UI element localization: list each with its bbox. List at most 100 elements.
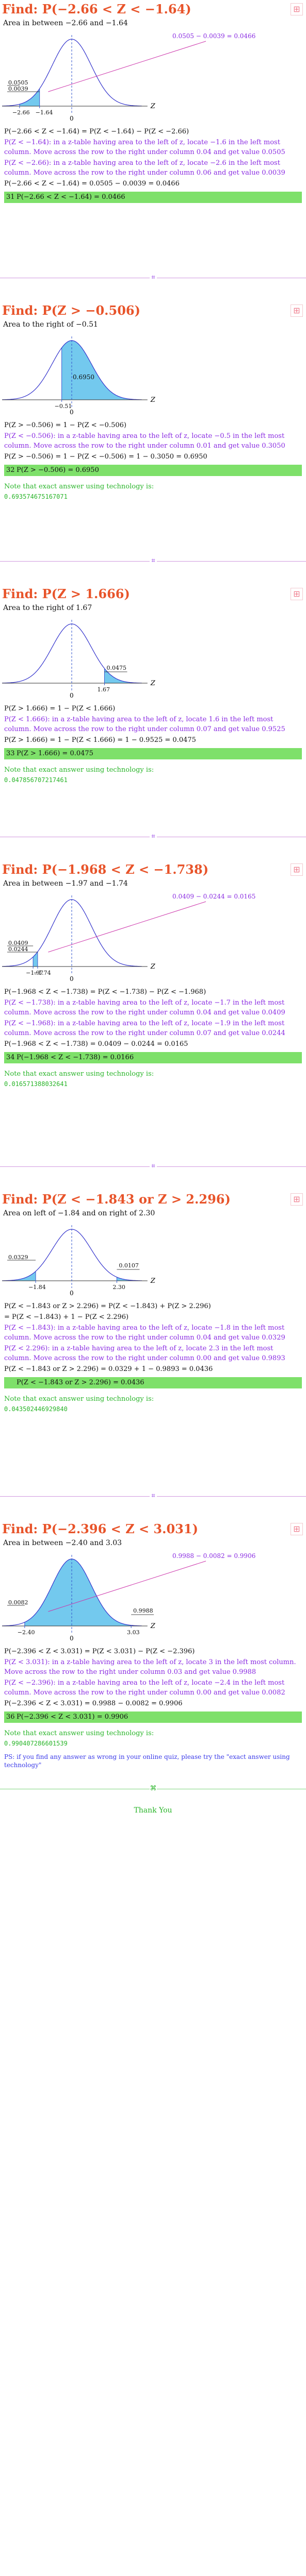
- problem-subtitle: Area in between −2.40 and 3.03: [3, 1539, 122, 1547]
- tech-note: Note that exact answer using technology …: [4, 766, 154, 774]
- equation-line: P(Z < −1.843 or Z > 2.296) = P(Z < −1.84…: [4, 1302, 211, 1310]
- zero-label: 0: [70, 975, 74, 982]
- table-lookup-text: P(Z < −2.396): in a z-table having area …: [4, 1679, 285, 1697]
- divider-icon: ⌗: [150, 1162, 157, 1170]
- corner-badge-icon: ⊞: [291, 3, 303, 15]
- solution-lines: P(Z > −0.506) = 1 − P(Z < −0.506) P(Z < −…: [2, 420, 304, 462]
- tech-value: 0.047856707217461: [4, 776, 68, 784]
- section-divider: ⌗: [0, 1489, 306, 1504]
- problem-subtitle: Area to the right of −0.51: [3, 320, 98, 329]
- left-area-label: 0.0082: [8, 1599, 28, 1606]
- difference-label: 0.0409 − 0.0244 = 0.0165: [172, 893, 255, 900]
- normal-curve-graph: Z01.670.0475: [2, 620, 156, 699]
- table-lookup-text: P(Z < 1.666): in a z-table having area t…: [4, 716, 285, 733]
- shaded-area: [2, 1271, 36, 1281]
- solution-lines: P(Z > 1.666) = 1 − P(Z < 1.666) P(Z < 1.6…: [2, 704, 304, 745]
- axis-tick-label: −2.40: [18, 1629, 35, 1636]
- problem-title: Find: P(Z < −1.843 or Z > 2.296): [2, 1192, 231, 1207]
- z-axis-label: Z: [150, 680, 156, 687]
- problem-subtitle: Area in between −1.97 and −1.74: [3, 879, 128, 888]
- corner-badge-icon: ⊞: [291, 1193, 303, 1206]
- problem-33: ⊞ Find: P(Z > 1.666) Area to the right o…: [0, 585, 306, 819]
- solution-lines: P(−2.396 < Z < 3.031) = P(Z < 3.031) − P…: [2, 1647, 304, 1708]
- zero-label: 0: [70, 1635, 74, 1642]
- axis-tick-label: −0.51: [55, 403, 72, 410]
- equation-line: P(−2.66 < Z < −1.64) = P(Z < −1.64) − P(…: [4, 128, 189, 135]
- tech-value: 0.016571388032641: [4, 1080, 68, 1088]
- final-divider: ⌘: [0, 1782, 306, 1797]
- zero-label: 0: [70, 409, 74, 416]
- solution-lines: P(−2.66 < Z < −1.64) = P(Z < −1.64) − P(…: [2, 127, 304, 189]
- zero-label: 0: [70, 692, 74, 699]
- axis-tick-label: 2.30: [112, 1284, 125, 1291]
- axis-tick-label: −2.66: [12, 109, 30, 116]
- corner-badge-icon: ⊞: [291, 304, 303, 317]
- left-area-label: 0.0244: [8, 946, 28, 953]
- tech-note: Note that exact answer using technology …: [4, 1070, 154, 1078]
- left-area-label: 0.0329: [8, 1254, 28, 1261]
- solution-page: ⊞ Find: P(−2.66 < Z < −1.64) Area in bet…: [0, 0, 306, 1815]
- thank-you: Thank You: [134, 1806, 172, 1815]
- axis-tick-label: 3.03: [127, 1629, 140, 1636]
- table-lookup-text: P(Z < −1.968): in a z-table having area …: [4, 1020, 285, 1037]
- table-lookup-text: P(Z < −1.843): in a z-table having area …: [4, 1324, 285, 1342]
- problem-title: Find: P(Z > −0.506): [2, 303, 140, 318]
- equation-line: P(−1.968 < Z < −1.738) = P(Z < −1.738) −…: [4, 988, 206, 996]
- shaded-area: [19, 89, 40, 106]
- axis-tick-label: −1.84: [28, 1284, 46, 1291]
- right-area-label: 0.0475: [106, 665, 126, 671]
- z-axis-label: Z: [150, 963, 156, 971]
- equation-line: P(Z > 1.666) = 1 − P(Z < 1.666) = 1 − 0.…: [4, 736, 196, 744]
- problem-subtitle: Area in between −2.66 and −1.64: [3, 19, 128, 27]
- section-divider: ⌗: [0, 1159, 306, 1175]
- answer-box: P(Z < −1.843 or Z > 2.296) = 0.0436: [4, 1377, 302, 1388]
- shaded-area: [61, 341, 142, 400]
- divider-icon: ⌗: [150, 557, 157, 565]
- normal-curve-graph: Z0−2.66−1.640.0505 − 0.0039 = 0.04660.05…: [2, 32, 255, 122]
- problem-34: ⊞ Find: P(−1.968 < Z < −1.738) Area in b…: [0, 860, 306, 1149]
- equation-line: P(−2.396 < Z < 3.031) = P(Z < 3.031) − P…: [4, 1648, 195, 1655]
- axis-tick-label: −1.97: [26, 970, 43, 976]
- z-axis-label: Z: [150, 1277, 156, 1285]
- difference-label: 0.9988 − 0.0082 = 0.9906: [172, 1552, 255, 1560]
- right-area-label: 0.9988: [133, 1607, 153, 1614]
- section-divider: ⌗: [0, 554, 306, 569]
- tech-note: Note that exact answer using technology …: [4, 1395, 154, 1403]
- equation-line: = P(Z < −1.843) + 1 − P(Z < 2.296): [4, 1313, 129, 1321]
- solution-lines: P(−1.968 < Z < −1.738) = P(Z < −1.738) −…: [2, 987, 304, 1049]
- normal-curve-graph: Z0−0.510.6950: [2, 336, 156, 416]
- pointer-line: [48, 1561, 206, 1612]
- normal-curve-graph: Z0−1.97−1.740.0409 − 0.0244 = 0.01650.04…: [2, 893, 255, 982]
- zero-label: 0: [70, 115, 74, 122]
- tech-value: 0.693574675167071: [4, 493, 68, 500]
- table-lookup-text: P(Z < −1.738): in a z-table having area …: [4, 999, 285, 1016]
- problem-31: ⊞ Find: P(−2.66 < Z < −1.64) Area in bet…: [0, 0, 306, 260]
- left-area-label: 0.0039: [8, 86, 28, 92]
- pointer-line: [48, 41, 206, 92]
- problem-title: Find: P(−2.396 < Z < 3.031): [2, 1521, 198, 1536]
- pointer-line: [48, 901, 206, 953]
- table-lookup-text: P(Z < 2.296): in a z-table having area t…: [4, 1345, 285, 1362]
- shaded-area: [104, 668, 142, 683]
- equation-line: P(Z > −0.506) = 1 − P(Z < −0.506): [4, 421, 126, 429]
- problem-title: Find: P(−1.968 < Z < −1.738): [2, 862, 209, 877]
- z-axis-label: Z: [150, 103, 156, 110]
- section-divider: ⌗: [0, 270, 306, 286]
- problem-subtitle: Area on left of −1.84 and on right of 2.…: [3, 1209, 155, 1217]
- ps-note: PS: if you find any answer as wrong in y…: [4, 1753, 290, 1769]
- right-area-label: 0.0107: [119, 1262, 139, 1269]
- corner-badge-icon: ⊞: [291, 1523, 303, 1535]
- tech-note: Note that exact answer using technology …: [4, 483, 154, 490]
- section-divider: ⌗: [0, 829, 306, 845]
- problem-36: ⊞ Find: P(−2.396 < Z < 3.031) Area in be…: [0, 1520, 306, 1769]
- tech-note: Note that exact answer using technology …: [4, 1730, 154, 1737]
- divider-icon: ⌗: [150, 1492, 157, 1500]
- shaded-area: [117, 1277, 142, 1281]
- equation-line: P(Z > 1.666) = 1 − P(Z < 1.666): [4, 705, 116, 713]
- equation-line: P(−1.968 < Z < −1.738) = 0.0409 − 0.0244…: [4, 1040, 188, 1048]
- table-lookup-text: P(Z < −0.506): in a z-table having area …: [4, 432, 285, 450]
- z-axis-label: Z: [150, 396, 156, 404]
